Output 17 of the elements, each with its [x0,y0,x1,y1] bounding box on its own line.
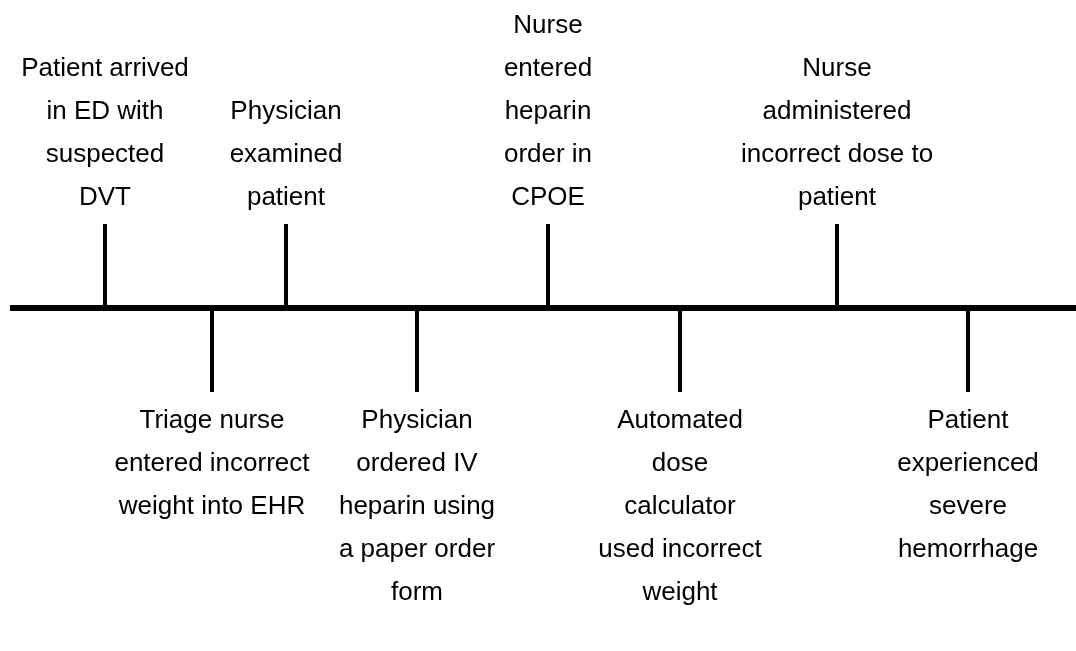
event-label: Nurse administered incorrect dose to patient [737,46,937,218]
leader-line [284,224,288,305]
timeline-axis [10,305,1076,311]
event-label: Patient experienced severe hemorrhage [883,398,1053,570]
event-label: Triage nurse entered incorrect weight into EHR [112,398,312,527]
event-label: Automated dose calculator used incorrect weight [595,398,765,613]
leader-line [415,311,419,392]
leader-line [546,224,550,305]
leader-line [678,311,682,392]
event-label: Physician examined patient [206,89,366,218]
event-label: Physician ordered IV heparin using a paper order form [332,398,502,613]
leader-line [835,224,839,305]
event-label: Patient arrived in ED with suspected DVT [20,46,190,218]
leader-line [210,311,214,392]
leader-line [103,224,107,305]
event-label: Nurse entered heparin order in CPOE [483,3,613,218]
leader-line [966,311,970,392]
